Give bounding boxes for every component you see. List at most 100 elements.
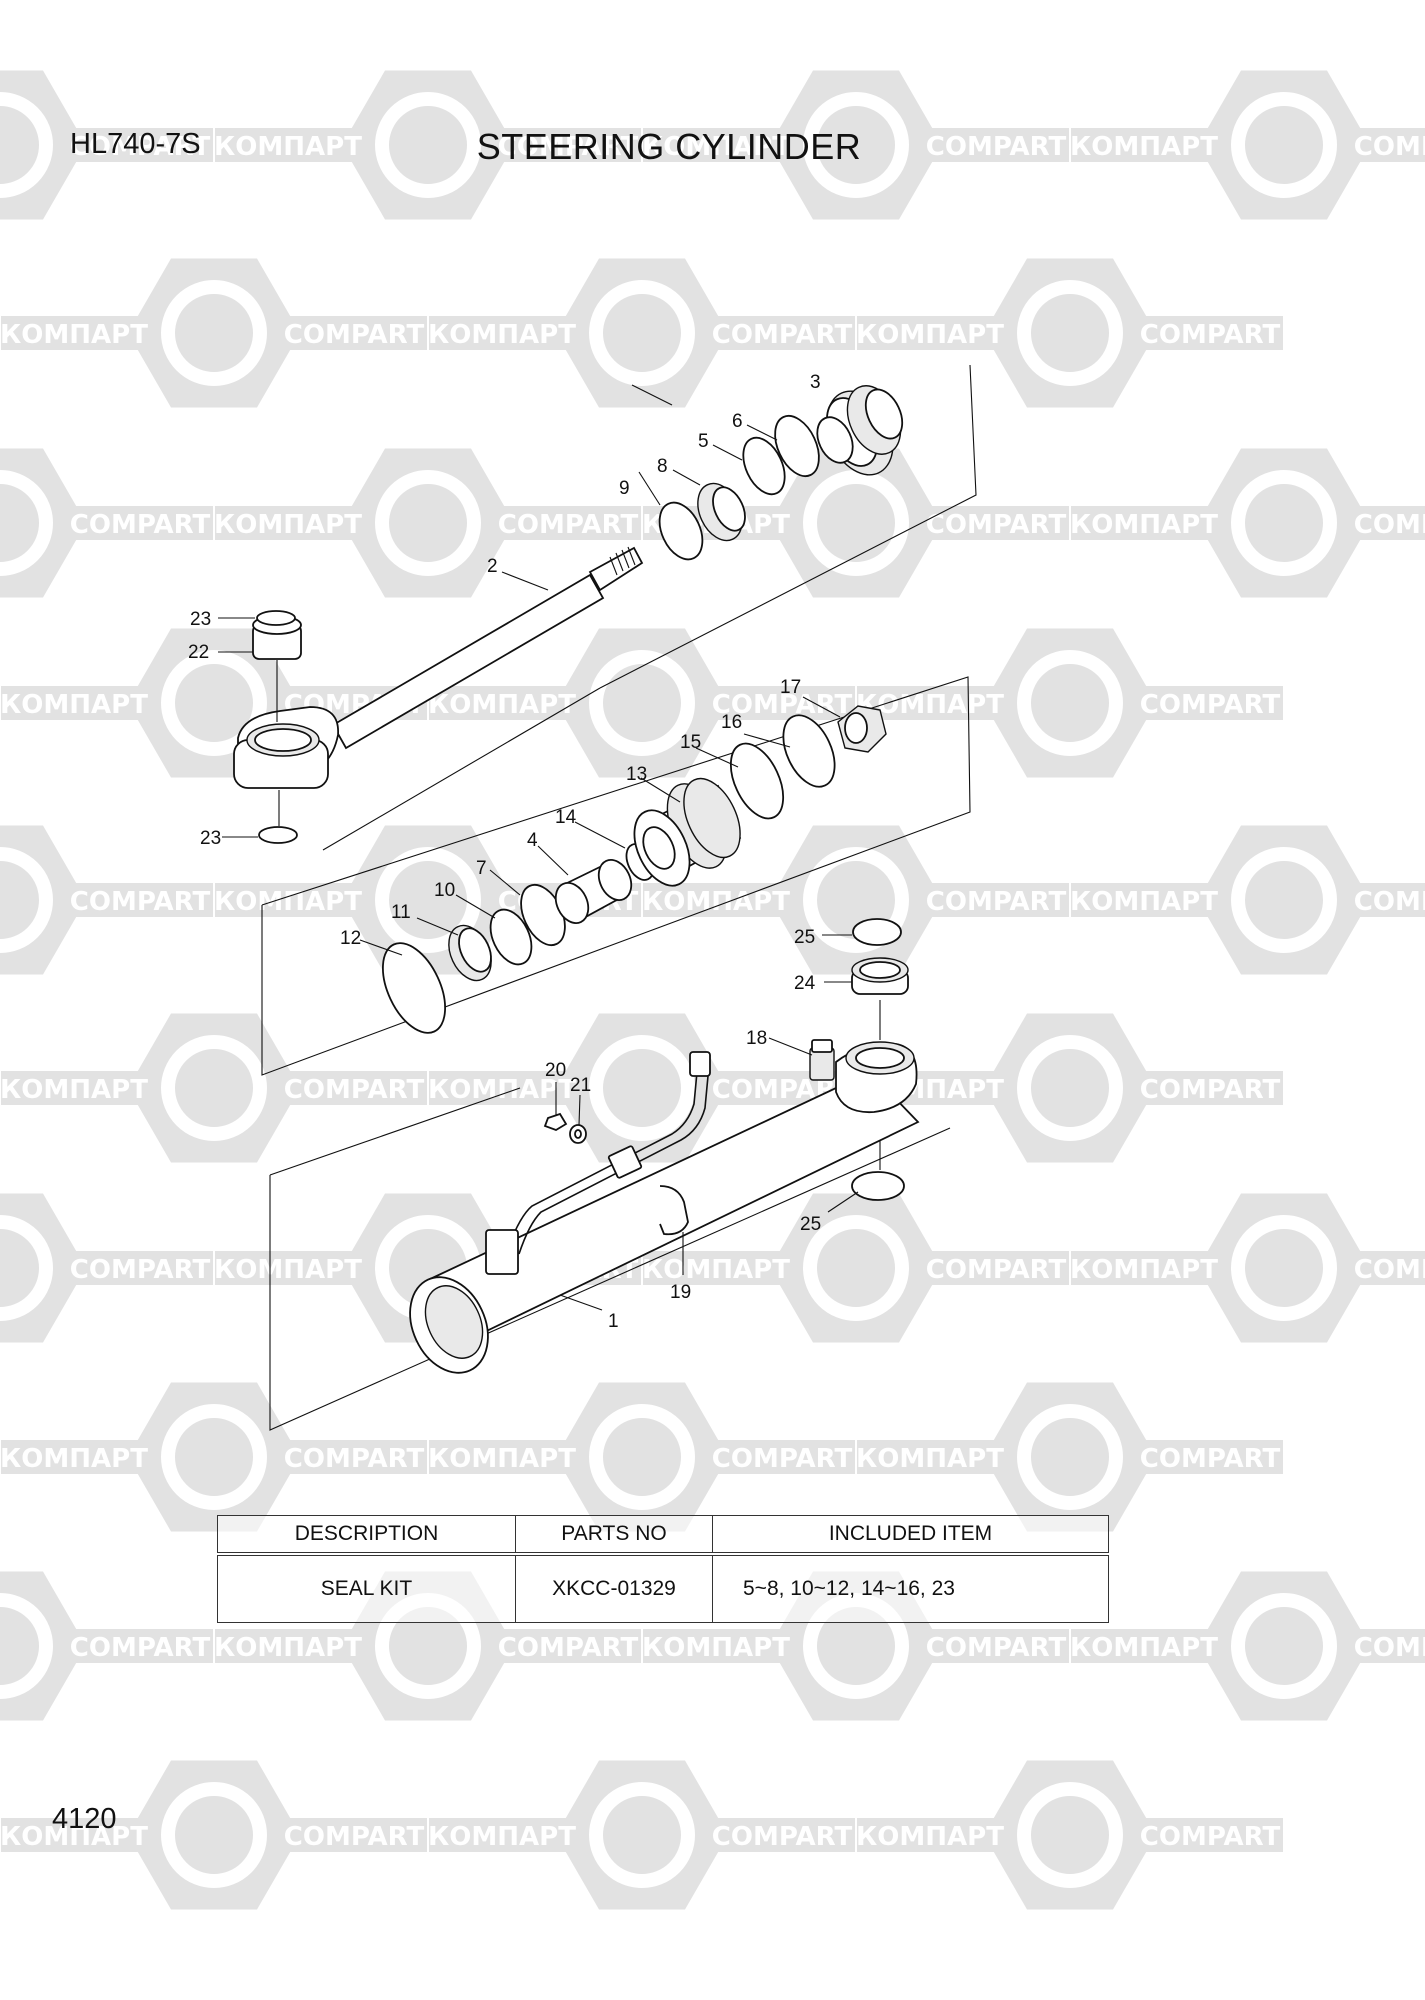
svg-text:КОМПАРТ: КОМПАРТ [0, 1075, 148, 1105]
svg-text:COMPART: COMPART [1354, 887, 1425, 917]
frame-piston-rod-group [322, 364, 977, 851]
piston-13 [633, 777, 742, 887]
svg-text:COMPART: COMPART [1140, 690, 1281, 720]
svg-text:COMPART: COMPART [712, 320, 853, 350]
seal-8 [697, 482, 746, 542]
seal-10 [489, 908, 533, 966]
callout-19: 19 [670, 1282, 691, 1303]
svg-text:COMPART: COMPART [70, 1255, 211, 1285]
svg-text:COMPART: COMPART [284, 320, 425, 350]
svg-text:COMPART: COMPART [1140, 320, 1281, 350]
svg-text:КОМПАРТ: КОМПАРТ [214, 1255, 362, 1285]
washer-20 [543, 1112, 568, 1131]
svg-text:КОМПАРТ: КОМПАРТ [428, 1822, 576, 1852]
callout-7: 7 [476, 858, 487, 879]
bushing-4 [554, 859, 633, 924]
cell-included-item: 5~8, 10~12, 14~16, 23 [712, 1553, 1109, 1623]
callout-25-upper: 25 [794, 927, 815, 948]
svg-text:КОМПАРТ: КОМПАРТ [428, 1444, 576, 1474]
callout-6: 6 [732, 411, 743, 432]
svg-text:КОМПАРТ: КОМПАРТ [1070, 510, 1218, 540]
pipe-19 [485, 1051, 711, 1275]
callout-9: 9 [619, 478, 630, 499]
callout-11: 11 [391, 902, 411, 923]
col-parts-no: PARTS NO [515, 1515, 713, 1556]
svg-text:COMPART: COMPART [1354, 1633, 1425, 1663]
seal-5 [742, 436, 786, 496]
svg-text:КОМПАРТ: КОМПАРТ [214, 510, 362, 540]
model-code: HL740-7S [70, 128, 201, 160]
seal-16 [782, 714, 836, 788]
cylinder-tube [409, 1041, 920, 1374]
snap-ring-25-lower [851, 1171, 905, 1201]
callout-16: 16 [721, 712, 742, 733]
callout-23-lower: 23 [200, 828, 221, 849]
callout-21: 21 [570, 1075, 591, 1096]
col-included-item: INCLUDED ITEM [712, 1515, 1109, 1556]
callout-12: 12 [340, 928, 361, 949]
svg-text:COMPART: COMPART [70, 1633, 211, 1663]
svg-text:КОМПАРТ: КОМПАРТ [642, 132, 790, 162]
svg-text:COMPART: COMPART [1354, 132, 1425, 162]
svg-text:COMPART: COMPART [712, 690, 853, 720]
svg-text:КОМПАРТ: КОМПАРТ [0, 690, 148, 720]
seal-12 [382, 942, 446, 1034]
callout-18: 18 [746, 1028, 767, 1049]
svg-text:КОМПАРТ: КОМПАРТ [214, 1633, 362, 1663]
svg-text:COMPART: COMPART [70, 887, 211, 917]
watermark-tile: КОМПАРТ COMPART [428, 628, 855, 778]
callout-10: 10 [434, 880, 455, 901]
callout-22: 22 [188, 642, 209, 663]
callout-labels: 1 2 3 4 5 6 7 8 9 10 11 12 13 14 15 16 1… [188, 372, 821, 1332]
svg-text:COMPART: COMPART [926, 510, 1067, 540]
svg-text:КОМПАРТ: КОМПАРТ [642, 1255, 790, 1285]
svg-text:КОМПАРТ: КОМПАРТ [1070, 1255, 1218, 1285]
nut-17 [837, 705, 887, 753]
callout-8: 8 [657, 456, 668, 477]
svg-text:COMPART: COMPART [712, 1444, 853, 1474]
snap-ring-25-upper [852, 918, 902, 946]
svg-text:КОМПАРТ: КОМПАРТ [0, 1822, 148, 1852]
watermark-tile: КОМПАРТ COMPART [428, 258, 855, 408]
svg-text:КОМПАРТ: КОМПАРТ [428, 690, 576, 720]
svg-text:COMPART: COMPART [284, 1822, 425, 1852]
svg-text:COMPART: COMPART [1354, 510, 1425, 540]
gland-3 [816, 385, 904, 476]
svg-text:COMPART: COMPART [1140, 1444, 1281, 1474]
page-number: 4120 [52, 1803, 117, 1835]
cell-description: SEAL KIT [217, 1553, 516, 1623]
callout-25-lower: 25 [800, 1214, 821, 1235]
svg-text:COMPART: COMPART [1354, 1255, 1425, 1285]
callout-1: 1 [608, 1311, 619, 1332]
bushing-24 [851, 957, 909, 995]
watermark-tile: КОМПАРТ COMPART [0, 1760, 427, 1910]
callout-23-upper: 23 [190, 609, 211, 630]
col-description: DESCRIPTION [217, 1515, 516, 1556]
seal-6 [774, 415, 820, 477]
frame-tube-group [269, 1087, 951, 1431]
svg-text:COMPART: COMPART [926, 1633, 1067, 1663]
table-header-row: DESCRIPTION PARTS NO INCLUDED ITEM [217, 1515, 1109, 1556]
cell-parts-no: XKCC-01329 [515, 1553, 713, 1623]
svg-text:КОМПАРТ: КОМПАРТ [214, 132, 362, 162]
seal-15 [729, 742, 785, 820]
callout-14: 14 [555, 807, 577, 828]
watermark-tile: КОМПАРТ COMPART [1070, 448, 1425, 598]
svg-text:КОМПАРТ: КОМПАРТ [428, 320, 576, 350]
